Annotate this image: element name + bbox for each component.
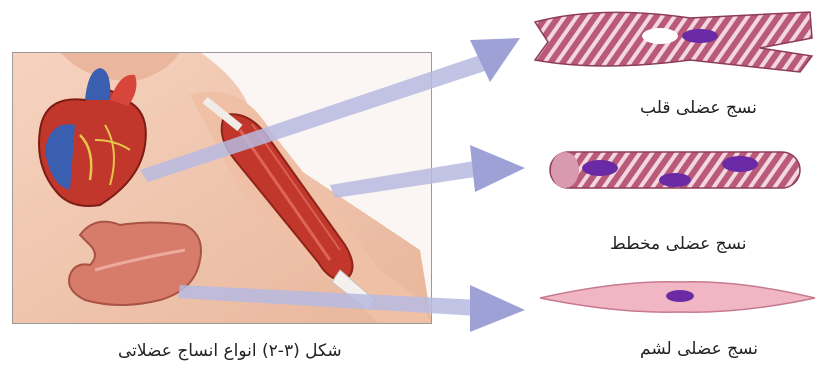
skeletal-tissue-label: نسج عضلی مخطط: [610, 234, 747, 254]
smooth-tissue-label: نسج عضلی لشم: [640, 339, 758, 359]
cardiac-muscle-cell: [535, 12, 812, 72]
smooth-muscle-cell: [540, 282, 815, 312]
smooth-nucleus: [666, 290, 694, 302]
skeletal-nucleus-1: [582, 160, 618, 176]
skeletal-muscle-cell: [550, 152, 800, 188]
skeletal-nucleus-3: [722, 156, 758, 172]
cardiac-tissue-label: نسج عضلی قلب: [640, 98, 757, 118]
skeletal-nucleus-2: [659, 173, 691, 187]
cardiac-nucleus: [682, 29, 718, 43]
figure-caption: شکل (۳-۲) انواع انساج عضلاتی: [118, 341, 342, 361]
